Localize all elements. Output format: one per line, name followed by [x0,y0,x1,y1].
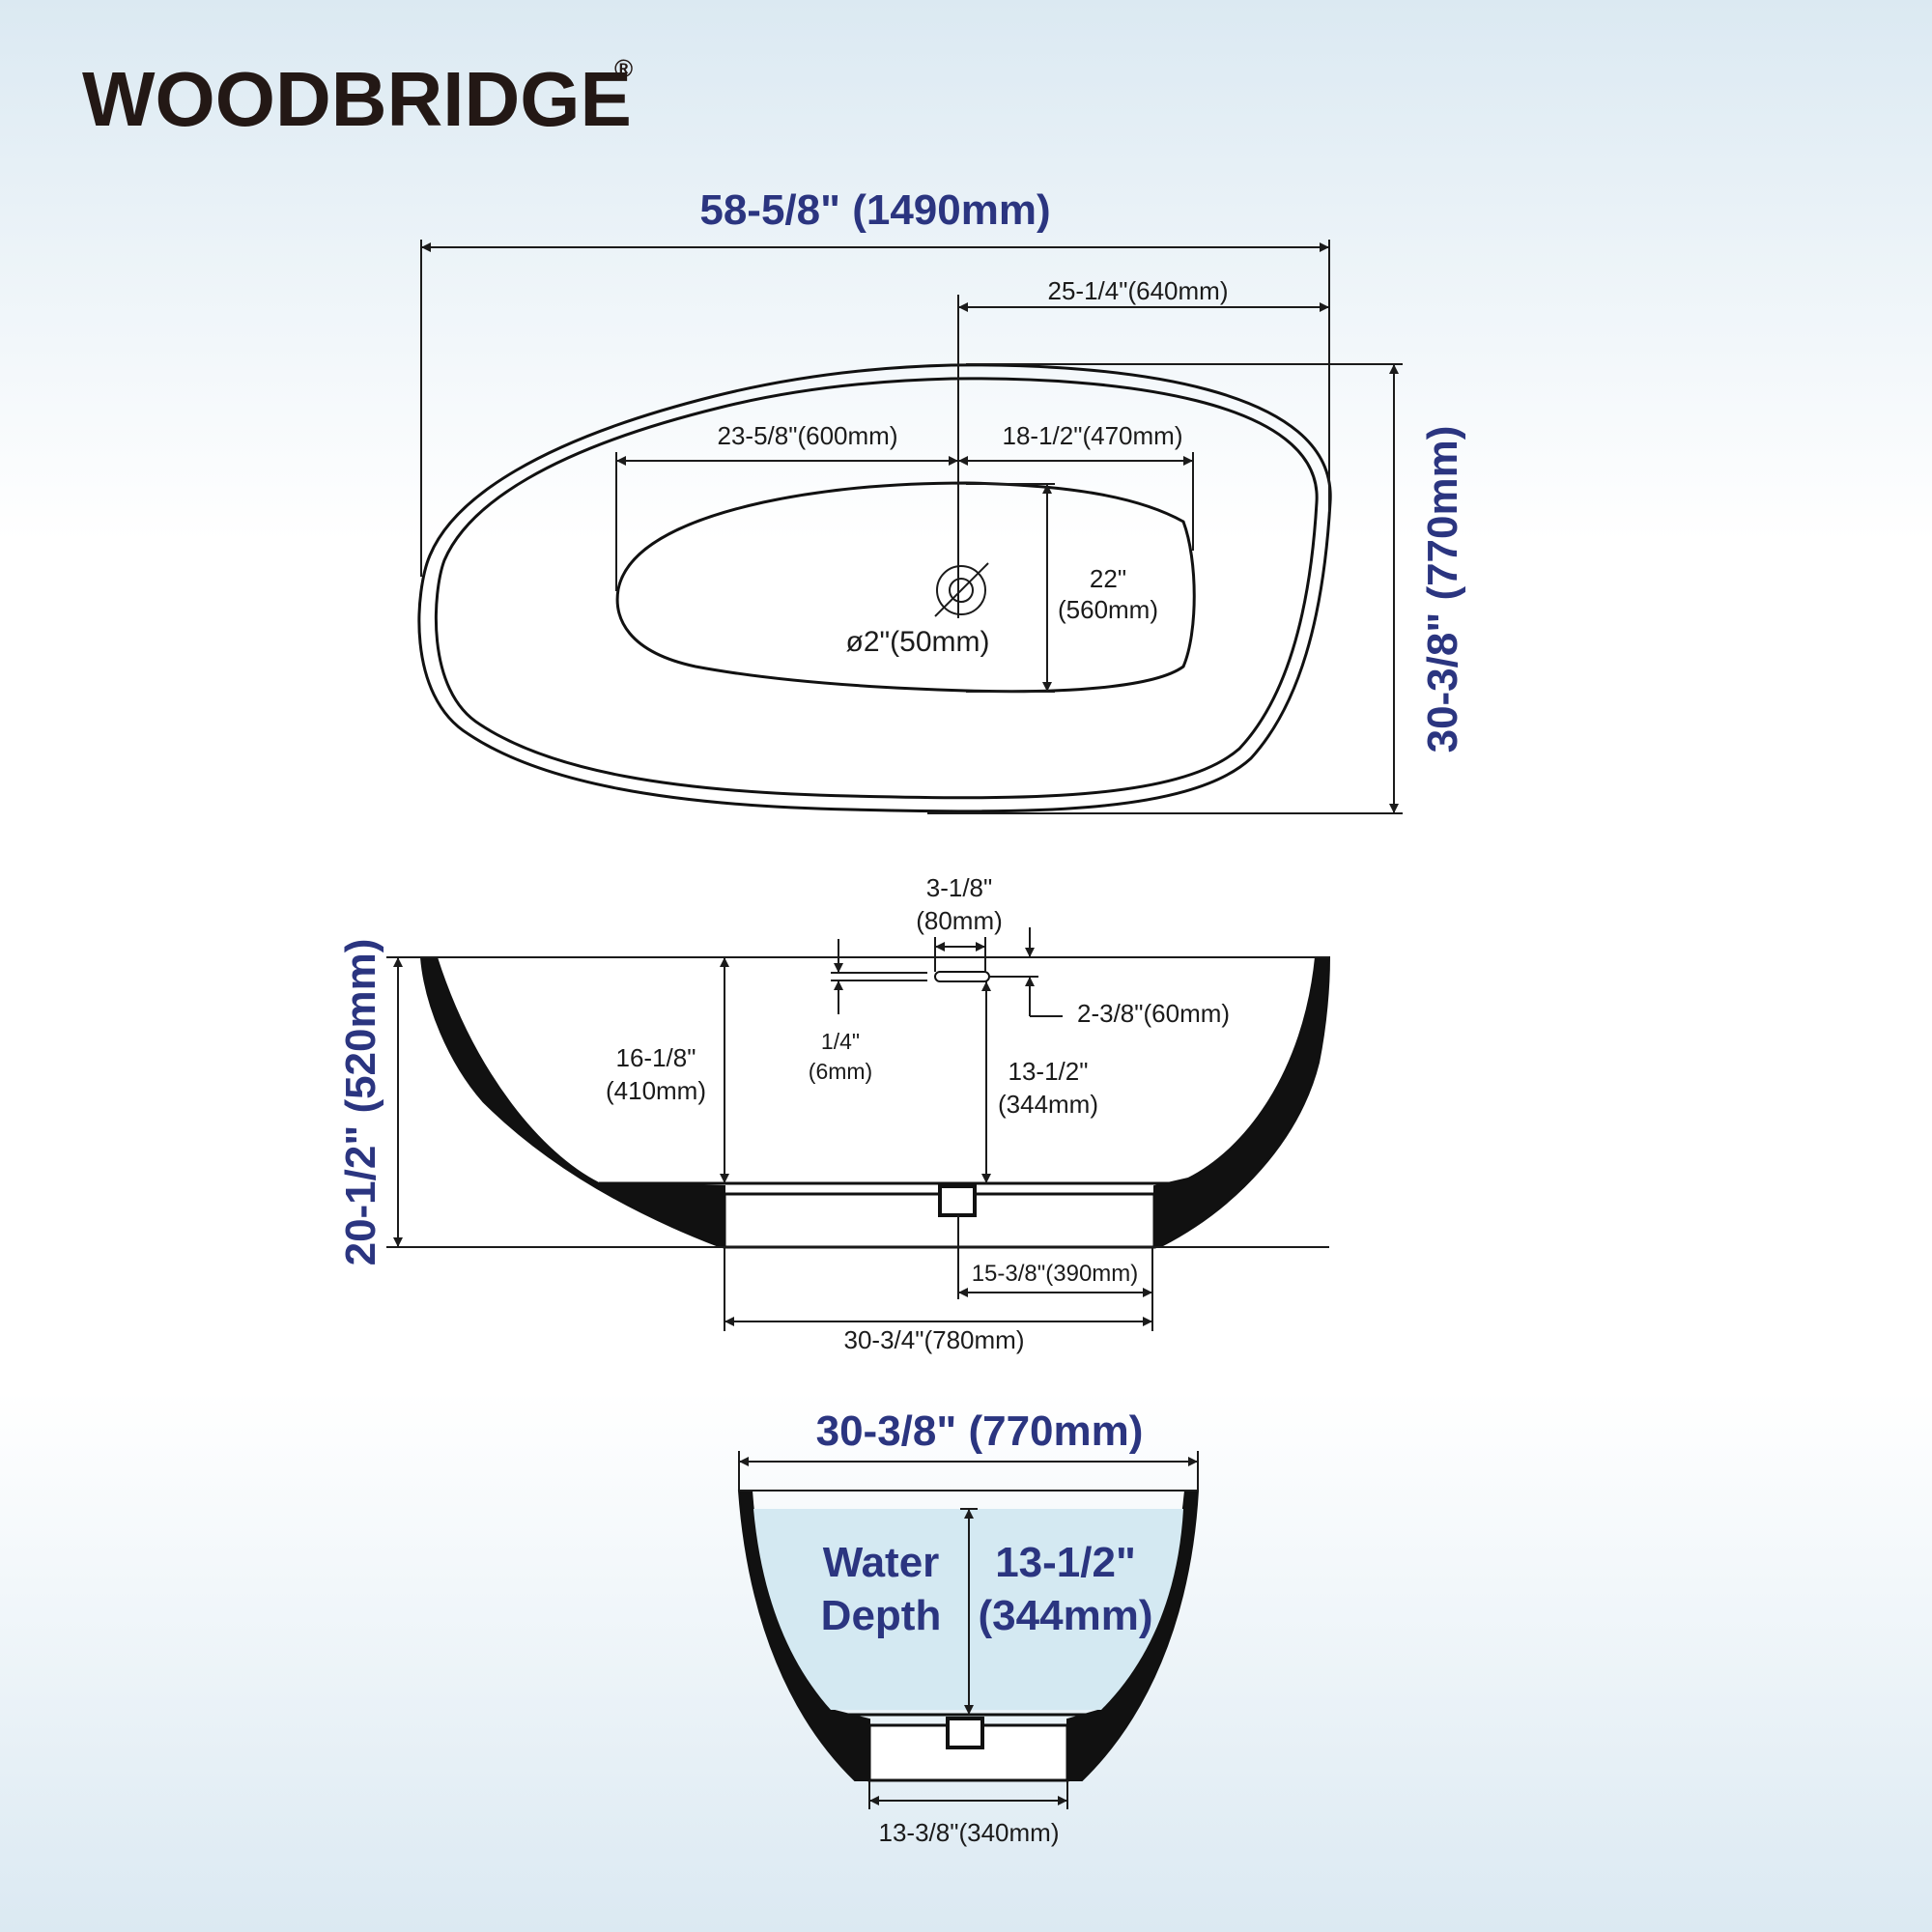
base-length-label: 30-3/4"(780mm) [844,1325,1025,1354]
overflow-slot [934,971,990,982]
top-width-label: 30-3/8" (770mm) [1419,426,1466,753]
end-width-label: 30-3/8" (770mm) [816,1407,1144,1455]
inner-width-in-label: 22" [1090,564,1126,593]
overflow-width-mm-label: (80mm) [916,906,1003,935]
overflow-drop-label: 2-3/8"(60mm) [1077,999,1230,1028]
inner-right-label: 18-1/2"(470mm) [1003,421,1183,450]
side-height-label: 20-1/2" (520mm) [337,939,384,1266]
top-view-inner-rim [434,377,1319,800]
wall-mm-label: (6mm) [809,1059,872,1084]
brand-logo: WOODBRIDGE [82,56,632,142]
top-view-outer-rim [417,363,1332,813]
water-label-line1: Water [823,1539,940,1586]
water-label-line2: Depth [821,1592,942,1639]
water-depth-mm-label: (344mm) [979,1592,1153,1639]
side-view-drain [938,1184,977,1217]
side-view-shell [419,956,725,1247]
top-view-drain-leader [934,562,989,617]
drain-to-base-label: 15-3/8"(390mm) [972,1261,1139,1287]
side-view-shell-right [1153,956,1331,1247]
top-view: 58-5/8" (1490mm) 25-1/4"(640mm) 23-5/8"(… [417,186,1466,814]
side-view: 3-1/8" (80mm) 2-3/8"(60mm) 1/4" (6mm) 16… [337,873,1331,1354]
overflow-width-in-label: 3-1/8" [926,873,993,902]
registered-mark: ® [614,54,633,83]
end-view: 30-3/8" (770mm) Water Depth 13-1/2" (344… [737,1407,1200,1847]
drain-depth-in-label: 13-1/2" [1009,1057,1089,1086]
end-base-label: 13-3/8"(340mm) [879,1818,1060,1847]
top-view-basin [615,481,1196,694]
inner-width-mm-label: (560mm) [1058,595,1158,624]
top-view-drain-outer [936,565,986,615]
inner-depth-in-label: 16-1/8" [616,1043,696,1072]
water-depth-in-label: 13-1/2" [995,1539,1136,1586]
inner-left-label: 23-5/8"(600mm) [718,421,898,450]
drain-depth-mm-label: (344mm) [998,1090,1098,1119]
top-length-label: 58-5/8" (1490mm) [699,186,1050,234]
drain-diameter-label: ø2"(50mm) [846,626,990,658]
drain-to-end-label: 25-1/4"(640mm) [1048,276,1229,305]
end-view-drain [946,1717,984,1749]
top-view-drain-inner [949,578,974,603]
inner-depth-mm-label: (410mm) [606,1076,706,1105]
wall-in-label: 1/4" [821,1029,860,1054]
